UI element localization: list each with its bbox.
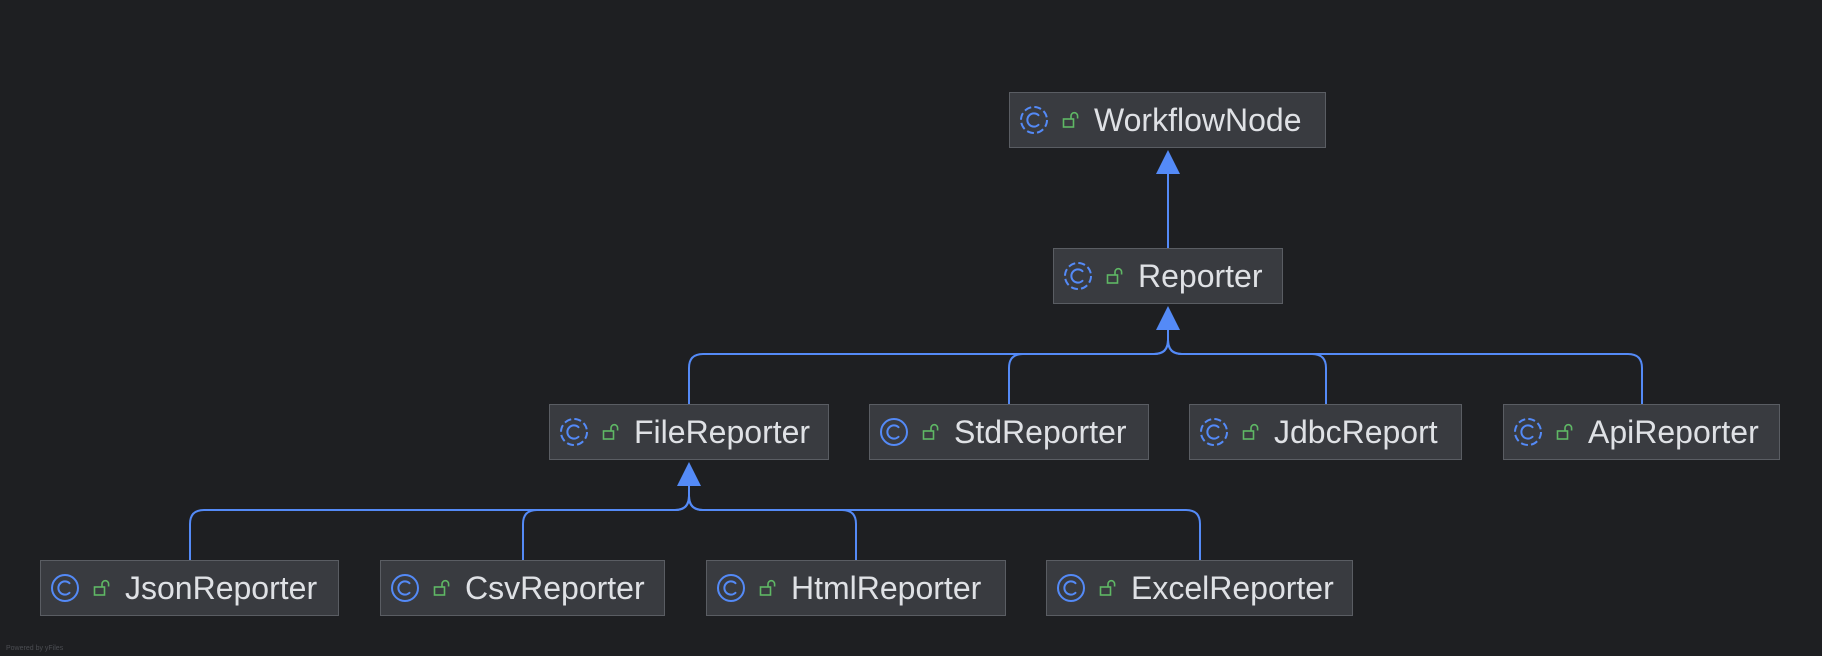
unlocked-public-icon [433, 579, 450, 596]
class-name-label: Reporter [1138, 258, 1263, 294]
class-name-label: FileReporter [634, 414, 811, 450]
inheritance-arrowhead-filereporter [677, 462, 701, 486]
edge-jsonreporter-to-filereporter [189, 486, 690, 560]
unlocked-public-icon [759, 579, 776, 596]
abstract-class-icon [1064, 262, 1092, 290]
class-name-label: JsonReporter [125, 570, 318, 606]
abstract-class-icon [560, 418, 588, 446]
class-node-workflownode[interactable]: WorkflowNode [1009, 92, 1326, 148]
edge-apireporter-to-reporter [1167, 330, 1643, 404]
inheritance-arrowhead-workflownode [1156, 150, 1180, 174]
class-name-label: ApiReporter [1588, 414, 1759, 450]
abstract-class-icon [1020, 106, 1048, 134]
edge-stdreporter-to-reporter [1008, 330, 1169, 404]
class-node-excelreporter[interactable]: ExcelReporter [1046, 560, 1353, 616]
class-node-htmlreporter[interactable]: HtmlReporter [706, 560, 1006, 616]
class-node-jdbcreport[interactable]: JdbcReport [1189, 404, 1462, 460]
class-icon [51, 574, 79, 602]
edge-filereporter-to-reporter [688, 330, 1169, 404]
unlocked-public-icon [93, 579, 110, 596]
class-icon [717, 574, 745, 602]
footer-credit: Powered by yFiles [6, 645, 64, 652]
unlocked-public-icon [1106, 267, 1123, 284]
unlocked-public-icon [1556, 423, 1573, 440]
class-name-label: WorkflowNode [1094, 102, 1302, 138]
unlocked-public-icon [922, 423, 939, 440]
class-icon [391, 574, 419, 602]
class-name-label: StdReporter [954, 414, 1127, 450]
class-icon [1057, 574, 1085, 602]
class-name-label: HtmlReporter [791, 570, 982, 606]
class-node-reporter[interactable]: Reporter [1053, 248, 1283, 304]
class-node-stdreporter[interactable]: StdReporter [869, 404, 1149, 460]
edge-excelreporter-to-filereporter [688, 486, 1201, 560]
unlocked-public-icon [602, 423, 619, 440]
class-node-jsonreporter[interactable]: JsonReporter [40, 560, 339, 616]
class-name-label: CsvReporter [465, 570, 645, 606]
edge-jdbcreport-to-reporter [1167, 330, 1327, 404]
class-icon [880, 418, 908, 446]
unlocked-public-icon [1099, 579, 1116, 596]
edge-htmlreporter-to-filereporter [688, 486, 857, 560]
unlocked-public-icon [1062, 111, 1079, 128]
class-node-apireporter[interactable]: ApiReporter [1503, 404, 1780, 460]
class-name-label: ExcelReporter [1131, 570, 1334, 606]
class-name-label: JdbcReport [1274, 414, 1438, 450]
class-node-csvreporter[interactable]: CsvReporter [380, 560, 665, 616]
inheritance-arrowhead-reporter [1156, 306, 1180, 330]
unlocked-public-icon [1242, 423, 1259, 440]
class-node-filereporter[interactable]: FileReporter [549, 404, 829, 460]
abstract-class-icon [1514, 418, 1542, 446]
abstract-class-icon [1200, 418, 1228, 446]
edge-csvreporter-to-filereporter [522, 486, 690, 560]
